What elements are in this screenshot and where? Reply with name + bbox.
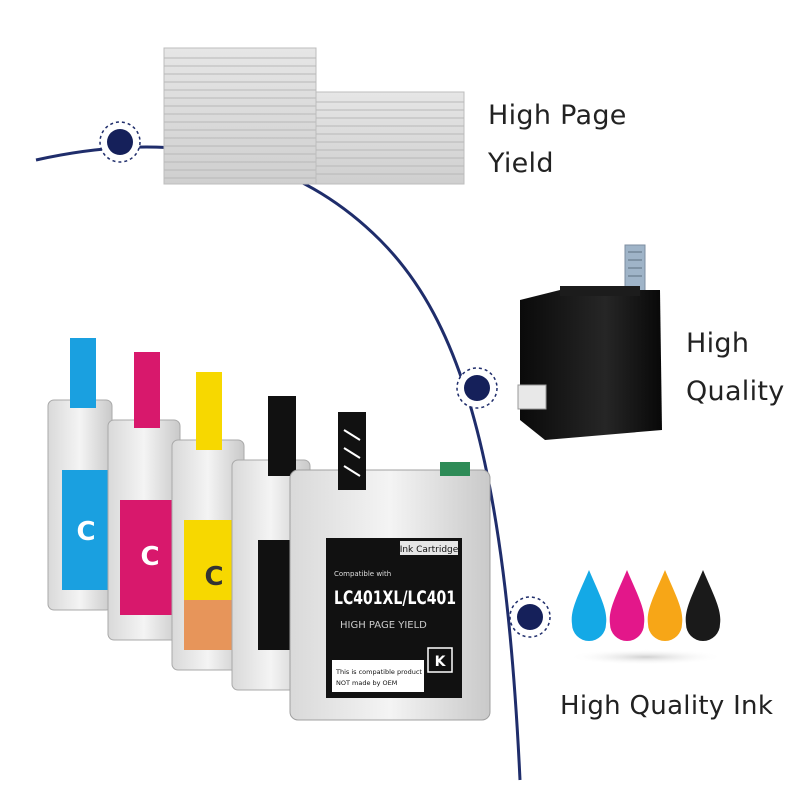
cartridge-cyan: C — [47, 338, 113, 611]
cartridge-magenta-letter: C — [140, 542, 159, 572]
cartridge-note-2: NOT made by OEM — [336, 679, 397, 687]
feature-quality-line1: High — [686, 328, 750, 359]
cartridge-yellow: C — [171, 372, 245, 671]
cartridge-set: C C C — [47, 338, 491, 721]
cartridge-black-front: Ink Cartridge Compatible with LC401XL/LC… — [289, 412, 491, 721]
cartridge-subtitle: HIGH PAGE YIELD — [340, 620, 427, 631]
cartridge-yellow-letter: C — [204, 562, 223, 592]
feature-ink-label: High Quality Ink — [560, 682, 773, 730]
feature-quality-label: High Quality — [686, 320, 785, 416]
cartridge-cyan-letter: C — [76, 517, 95, 547]
feature-page-yield-label: High Page Yield — [488, 92, 627, 188]
paper-stack-icon — [163, 47, 465, 185]
feature-page-yield-line2: Yield — [488, 148, 554, 179]
feature-ink-line: High Quality Ink — [560, 691, 774, 721]
cartridge-header: Ink Cartridge — [400, 545, 459, 555]
cartridge-model: LC401XL/LC401 — [334, 587, 456, 609]
timeline-node-quality — [456, 367, 498, 409]
cartridge-note-1: This is compatible product — [335, 668, 422, 676]
cartridge-compat: Compatible with — [334, 570, 391, 578]
timeline-node-ink — [509, 596, 551, 638]
feature-quality-line2: Quality — [686, 376, 785, 407]
cartridge-color-code: K — [435, 654, 447, 670]
feature-page-yield-line1: High Page — [488, 100, 627, 131]
black-cartridge-icon — [517, 244, 662, 440]
cartridge-magenta: C — [107, 352, 181, 641]
timeline-node-page-yield — [99, 121, 141, 163]
ink-drops-icon — [568, 570, 724, 665]
